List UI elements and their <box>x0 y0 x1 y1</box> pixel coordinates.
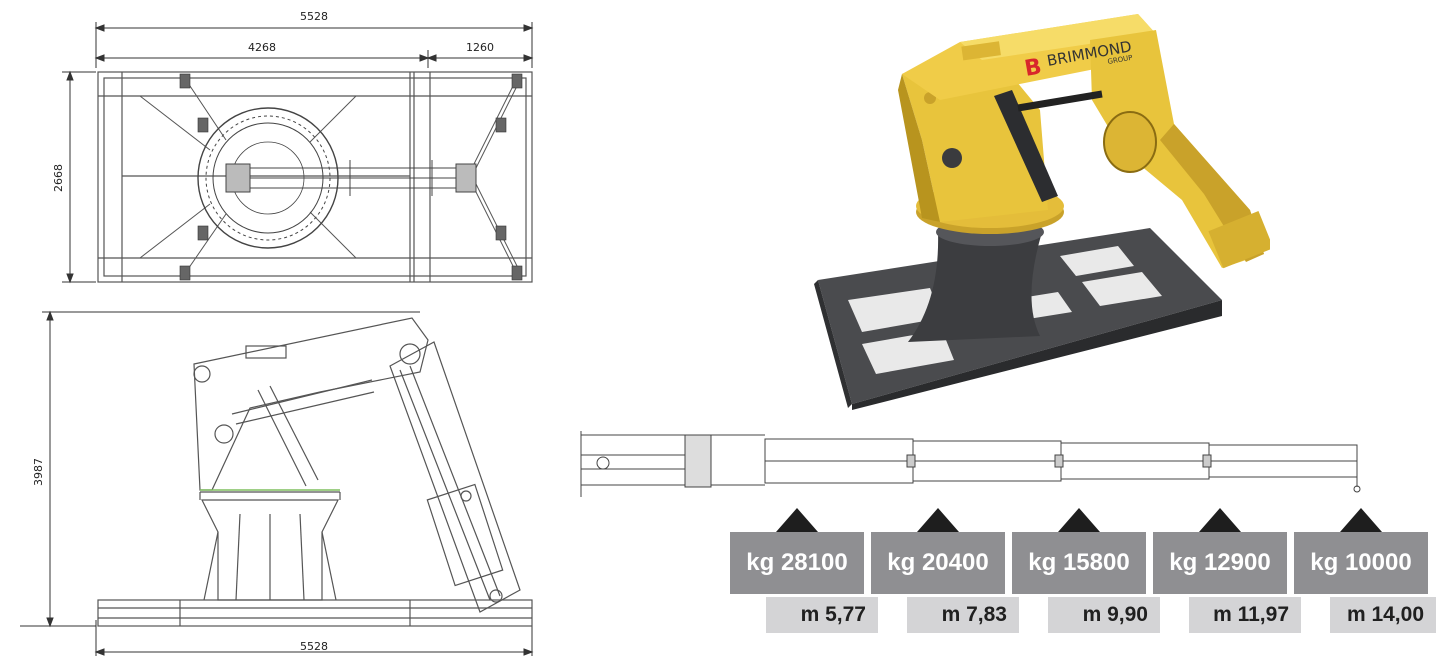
load-capacity-2: kg 20400 <box>871 532 1005 594</box>
load-arrow-1 <box>776 508 818 532</box>
load-arrow-4 <box>1199 508 1241 532</box>
side-view-drawing: 3987 5528 <box>20 310 534 656</box>
dim-width-label: 2668 <box>52 164 65 192</box>
boom-plan <box>225 160 477 196</box>
dim-base-length-label: 5528 <box>300 640 328 653</box>
dimension-height <box>20 310 420 628</box>
load-radius-2: m 7,83 <box>907 597 1019 633</box>
dimension-base-length <box>94 620 534 656</box>
telescopic-boom-drawing <box>580 431 1361 497</box>
pedestal-side <box>199 491 341 601</box>
load-arrow-5 <box>1340 508 1382 532</box>
dim-height-label: 3987 <box>32 458 45 486</box>
crane-arm-side <box>193 317 521 613</box>
load-capacity-4: kg 12900 <box>1153 532 1287 594</box>
base-frame-plan <box>97 71 533 283</box>
load-capacity-3: kg 15800 <box>1012 532 1146 594</box>
dimension-segments <box>94 50 534 68</box>
render-jib <box>1090 30 1270 269</box>
dimension-width <box>62 70 96 284</box>
top-view-drawing: 5528 4268 1260 2668 <box>52 10 534 284</box>
clamps-plan <box>179 73 523 281</box>
dim-left-segment-label: 4268 <box>248 41 276 54</box>
load-capacity-5: kg 10000 <box>1294 532 1428 594</box>
load-radius-1: m 5,77 <box>766 597 878 633</box>
load-radius-4: m 11,97 <box>1189 597 1301 633</box>
render-base-frame <box>814 228 1222 410</box>
load-radius-3: m 9,90 <box>1048 597 1160 633</box>
load-arrow-3 <box>1058 508 1100 532</box>
crane-render: B BRIMMOND GROUP <box>814 14 1270 410</box>
braces-plan <box>139 79 521 273</box>
base-skid-side <box>97 599 533 627</box>
brand-logo-mark: B <box>1023 54 1044 82</box>
render-main-boom <box>902 14 1156 100</box>
render-cylinders <box>994 90 1157 202</box>
dim-right-segment-label: 1260 <box>466 41 494 54</box>
load-capacity-1: kg 28100 <box>730 532 864 594</box>
load-arrow-2 <box>917 508 959 532</box>
dim-overall-length-label: 5528 <box>300 10 328 23</box>
load-radius-5: m 14,00 <box>1330 597 1436 633</box>
dimension-overall-length <box>94 22 534 68</box>
